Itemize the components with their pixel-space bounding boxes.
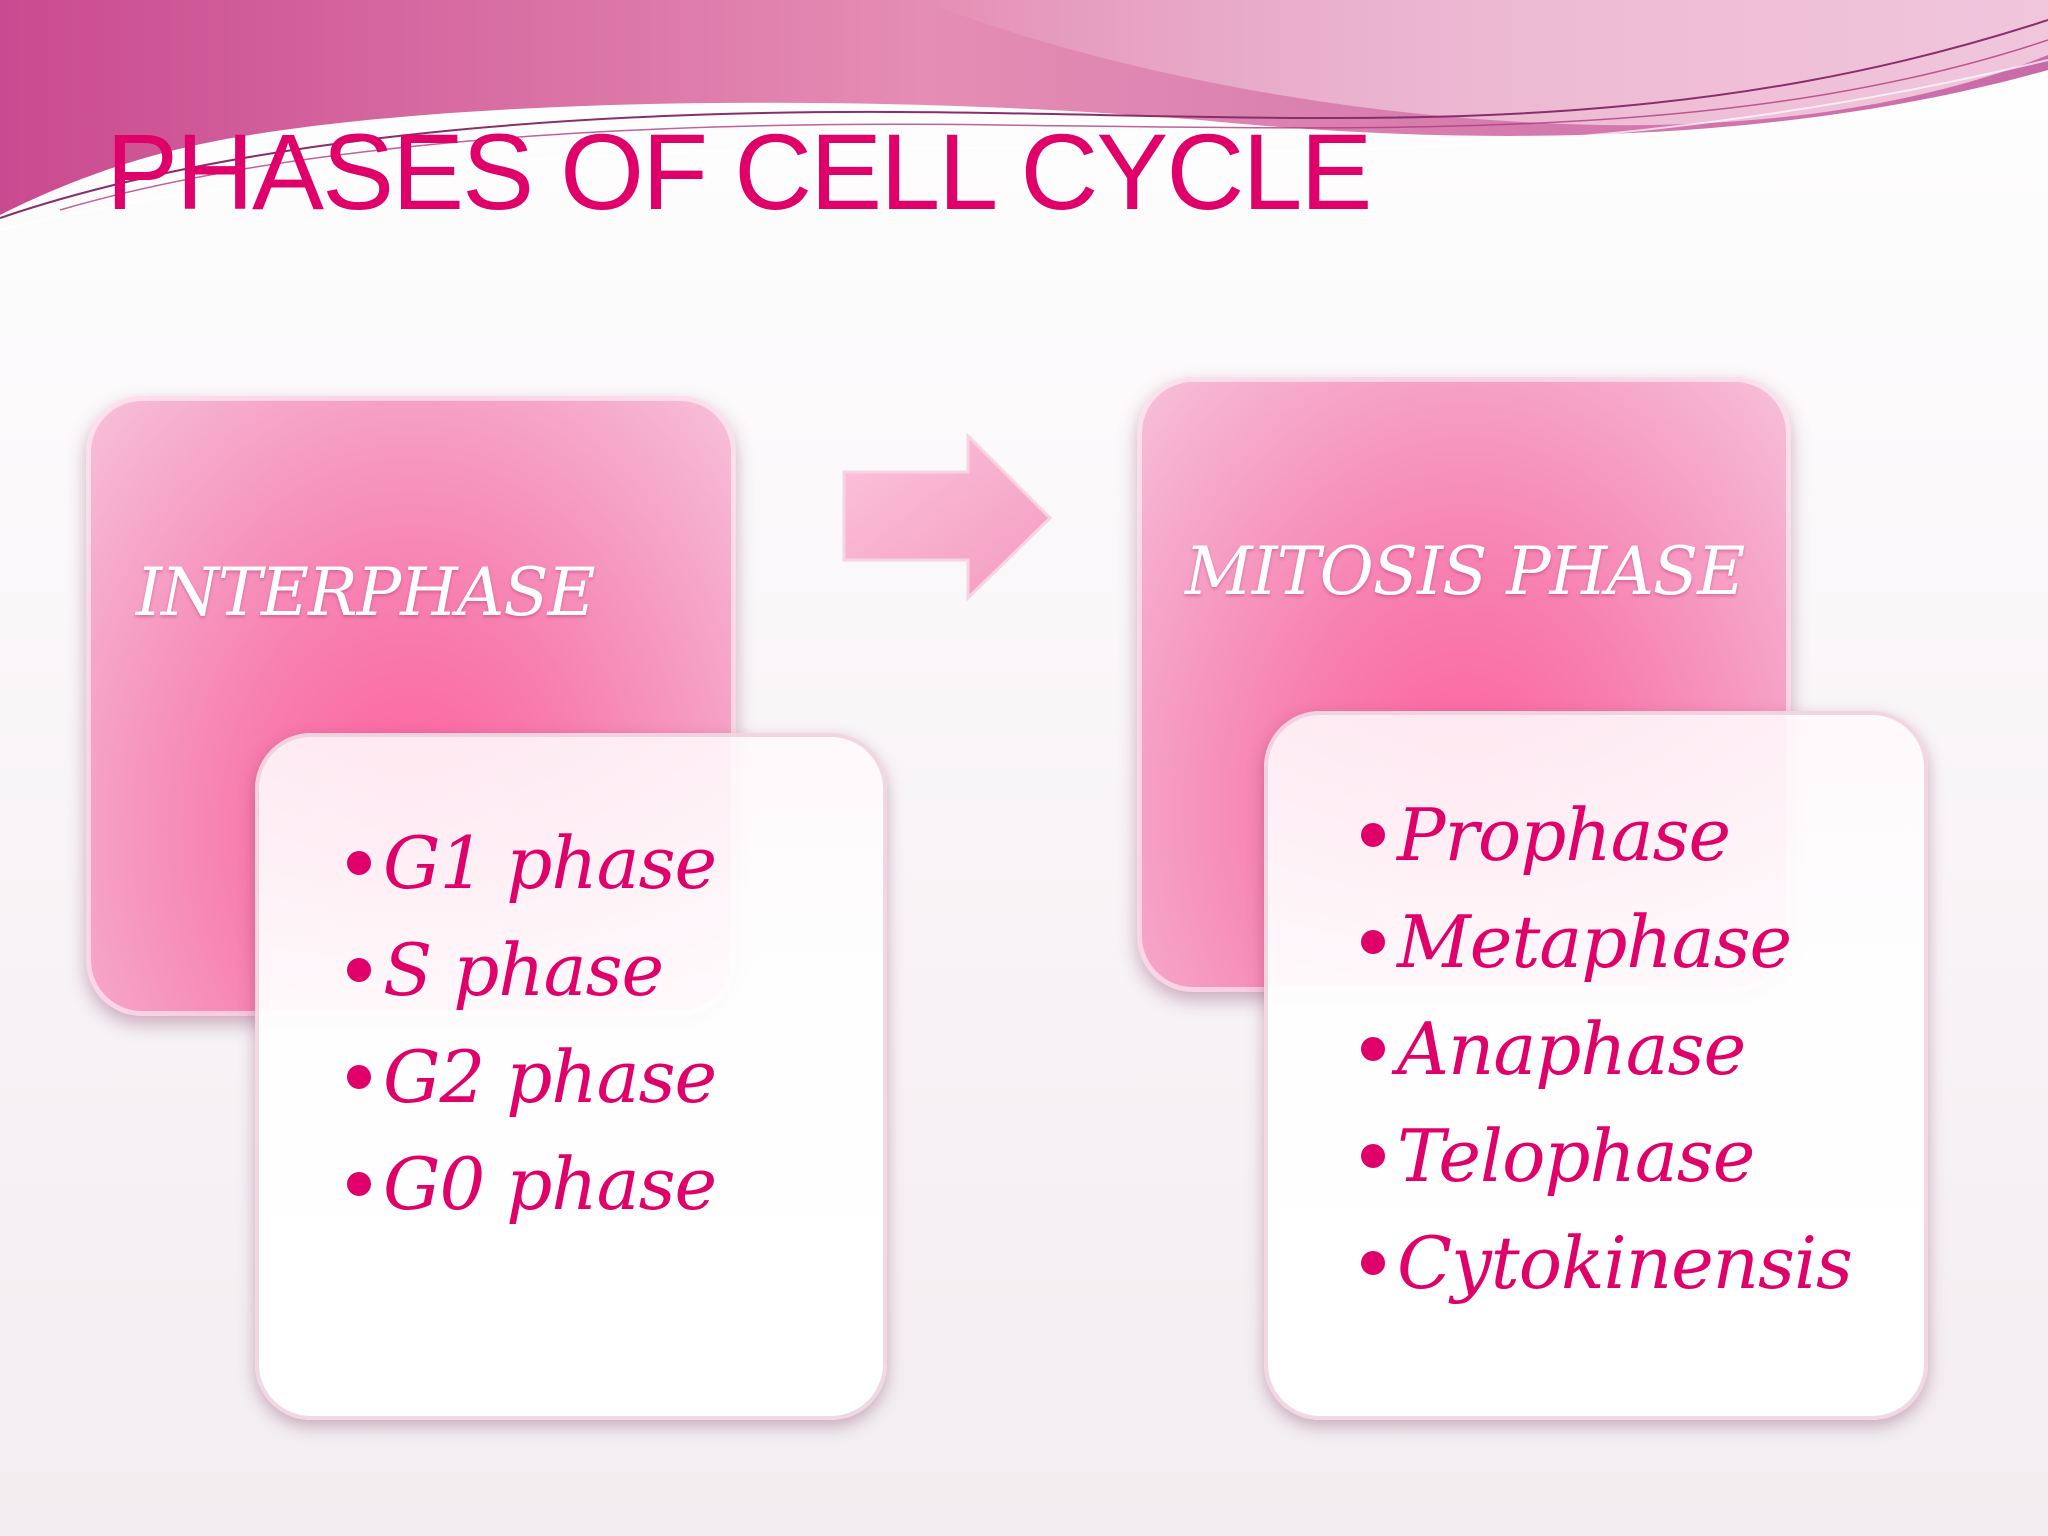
right-arrow-icon: [842, 432, 1053, 602]
list-item: Metaphase: [1361, 888, 1852, 995]
list-item-label: Prophase: [1397, 792, 1731, 877]
list-item: S phase: [347, 916, 716, 1023]
mitosis-list: Prophase Metaphase Anaphase Telophase Cy…: [1361, 781, 1853, 1316]
list-item-label: S phase: [383, 927, 664, 1012]
list-item-label: G2 phase: [383, 1034, 717, 1119]
interphase-list-card: G1 phase S phase G2 phase G0 phase: [255, 733, 887, 1420]
list-item: G2 phase: [347, 1023, 717, 1130]
bullet-dot-icon: [1361, 1036, 1385, 1061]
bullet-dot-icon: [1361, 1250, 1385, 1275]
list-item-label: Telophase: [1397, 1113, 1755, 1198]
list-item-label: Metaphase: [1397, 899, 1792, 984]
list-item: Cytokinensis: [1361, 1209, 1853, 1316]
list-item-label: G0 phase: [383, 1141, 717, 1226]
bullet-dot-icon: [1361, 1143, 1385, 1168]
interphase-label: INTERPHASE: [136, 554, 596, 631]
slide-title: PHASES OF CELL CYCLE: [106, 111, 1372, 232]
interphase-list: G1 phase S phase G2 phase G0 phase: [347, 809, 717, 1237]
list-item: Prophase: [1361, 781, 1852, 888]
bullet-dot-icon: [347, 1171, 371, 1196]
list-item: Anaphase: [1361, 995, 1852, 1102]
bullet-dot-icon: [1361, 822, 1385, 847]
mitosis-list-card: Prophase Metaphase Anaphase Telophase Cy…: [1264, 711, 1928, 1420]
list-item-label: Anaphase: [1397, 1006, 1746, 1091]
bullet-dot-icon: [347, 1064, 371, 1089]
bullet-dot-icon: [347, 957, 371, 982]
list-item: G1 phase: [347, 809, 717, 916]
bullet-dot-icon: [1361, 929, 1385, 954]
bullet-dot-icon: [347, 850, 371, 875]
list-item-label: G1 phase: [383, 820, 717, 905]
list-item: G0 phase: [347, 1130, 717, 1237]
list-item-label: Cytokinensis: [1397, 1220, 1853, 1305]
mitosis-label: MITOSIS PHASE: [1185, 533, 1745, 610]
list-item: Telophase: [1361, 1102, 1852, 1209]
